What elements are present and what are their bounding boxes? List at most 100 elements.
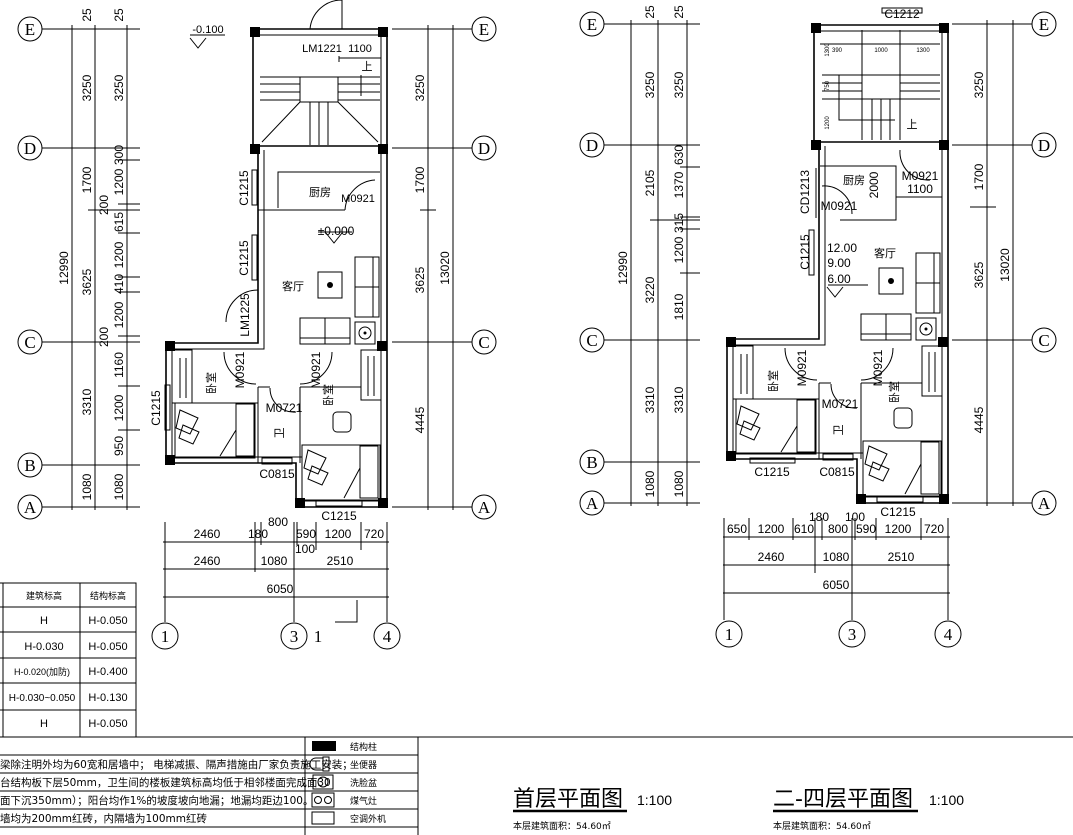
room-bathroom: 卫	[832, 425, 845, 436]
bottom-dimensions: 650 1200 610 180 100 800 590 1200 720 24…	[727, 510, 944, 592]
dim: 1080	[672, 470, 686, 497]
axis-e: E	[587, 15, 597, 34]
dim: 950	[112, 436, 126, 456]
note-line: 台结构板下层50mm，卫生间的楼板建筑标高均低于相邻楼面完成面30	[0, 776, 331, 789]
window-tag: C0815	[819, 465, 855, 479]
axis-e: E	[1039, 15, 1049, 34]
dim: 1100	[907, 182, 933, 196]
dim: 2460	[194, 554, 221, 568]
toilet-icon	[309, 756, 330, 772]
axis-3: 3	[848, 625, 857, 644]
axis-4: 4	[944, 625, 953, 644]
dim: 1080	[80, 473, 94, 500]
elevation-mark: 6.00	[827, 272, 851, 286]
table-header: 建筑标高	[26, 590, 62, 602]
window-tag: CD1213	[798, 170, 812, 214]
room-labels: C1212 390 1000 1300 1300 750 1200 上 2000…	[754, 7, 938, 519]
dim: 1200	[672, 236, 686, 263]
axis-c: C	[24, 333, 35, 352]
door-tag: M0921	[795, 349, 809, 386]
axis-b: B	[24, 456, 35, 475]
room-bedroom: 卧室	[204, 372, 218, 394]
bottom-dimensions: 2460 180 800 590 1200 720 2460 1080 100 …	[194, 515, 385, 596]
dim: 3250	[80, 74, 94, 101]
room-living: 客厅	[282, 279, 304, 293]
axis-a: A	[478, 498, 491, 517]
window-tag: C1215	[149, 390, 163, 426]
room-kitchen: 厨房	[843, 174, 865, 187]
dim: 1700	[413, 166, 427, 193]
axis-c: C	[586, 331, 597, 350]
dim: 180	[809, 510, 829, 524]
ac-unit-icon	[311, 811, 335, 825]
window-tag: C1215	[237, 240, 251, 276]
table-cell: H-0.030	[24, 641, 63, 653]
notes-table: 梁除注明外均为60宽和居墙中； 电梯减振、隔声措施由厂家负责施工安装； 台结构板…	[0, 736, 1073, 835]
door-tag: M0921	[871, 349, 885, 386]
dim: 615	[112, 212, 126, 232]
dim: 3250	[413, 74, 427, 101]
axis-b: B	[586, 453, 597, 472]
window-tag: C1215	[321, 509, 357, 523]
dim: 750	[825, 80, 831, 91]
axis-3: 3	[290, 627, 299, 646]
dim: 315	[672, 213, 686, 233]
axis-e: E	[25, 20, 35, 39]
table-header: 结构标高	[90, 590, 126, 602]
table-cell: H-0.050	[88, 615, 127, 627]
dim: 25	[80, 8, 94, 22]
dim: 2510	[327, 554, 354, 568]
dim: 25	[672, 5, 686, 19]
room-living: 客厅	[874, 246, 896, 260]
table-cell: H	[40, 615, 48, 627]
dim: 3310	[672, 386, 686, 413]
dim: 1810	[672, 293, 686, 320]
dim: 630	[672, 145, 686, 165]
room-bedroom: 卧室	[766, 370, 780, 392]
room-labels: -0.100 LM1221 1100 上 C1215 厨房 M0921 ±0.0…	[149, 24, 375, 523]
elevation-mark: 12.00	[827, 241, 857, 255]
right-dimensions: 3250 1700 3625 4445 13020	[413, 74, 452, 433]
door-tag: M0921	[902, 169, 939, 183]
note-line: 梁除注明外均为60宽和居墙中； 电梯减振、隔声措施由厂家负责施工安装；	[0, 758, 353, 771]
left-dimensions: 12990 25 3250 1700 3625 3310 1080 25 325…	[57, 8, 126, 500]
plan2-scale: 1:100	[929, 792, 964, 808]
elevation-mark: 9.00	[827, 256, 851, 270]
dim: 3250	[112, 74, 126, 101]
dim: 13020	[998, 248, 1012, 282]
axis-a: A	[1038, 494, 1051, 513]
dim: 3625	[972, 261, 986, 288]
dim: 1700	[80, 166, 94, 193]
dim: 200	[97, 195, 111, 215]
dim: 720	[364, 527, 384, 541]
door-tag: LM1225	[238, 293, 252, 337]
door-tag: LM1221	[302, 43, 342, 55]
dim: 590	[856, 522, 876, 536]
table-cell: H	[40, 718, 48, 730]
axis-1: 1	[161, 627, 170, 646]
dim: 300	[112, 145, 126, 165]
dim: 4445	[972, 406, 986, 433]
axis-c: C	[1038, 331, 1049, 350]
room-bedroom: 卧室	[321, 384, 335, 406]
dim: 590	[296, 527, 316, 541]
elevation-table: 建筑标高 结构标高 H H-0.050 H-0.030 H-0.050 H-0.…	[0, 582, 137, 737]
dim: 1200	[112, 168, 126, 195]
axis-d: D	[24, 139, 36, 158]
dim: 3220	[643, 276, 657, 303]
dim: 12990	[57, 251, 71, 285]
dim: 1100	[348, 43, 372, 55]
note-line: 墙均为200mm红砖，内隔墙为100mm红砖	[0, 812, 207, 825]
dim: 1300	[916, 48, 930, 54]
dim: 12990	[616, 251, 630, 285]
dim: 25	[112, 8, 126, 22]
table-cell: H-0.050	[88, 641, 127, 653]
door-tag: M0921	[341, 193, 375, 205]
dim: 2105	[643, 169, 657, 196]
stair-up-label: 上	[907, 118, 918, 131]
legend-label: 空调外机	[350, 813, 386, 825]
dim: 610	[794, 522, 814, 536]
door-tag: M0921	[233, 351, 247, 388]
dim: 100	[295, 542, 315, 556]
dim: 25	[643, 5, 657, 19]
